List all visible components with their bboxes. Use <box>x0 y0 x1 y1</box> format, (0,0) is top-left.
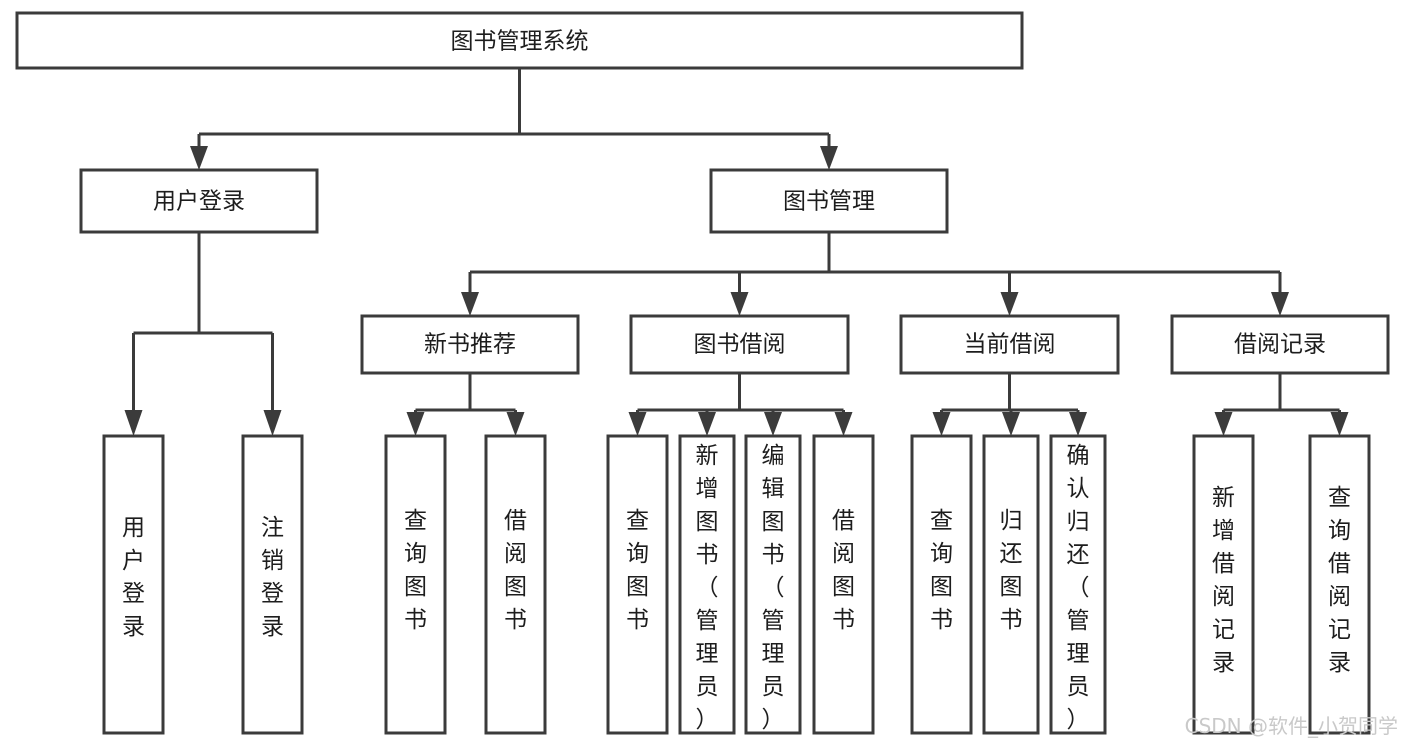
arrowhead-leaf-return-book <box>1002 412 1020 436</box>
node-leaf-edit-book[interactable]: 编辑图书（管理员） <box>744 434 802 735</box>
arrowhead-leaf-logout <box>263 410 282 436</box>
node-leaf-query-book-recommend[interactable]: 查询图书 <box>384 434 447 735</box>
node-leaf-edit-book-box[interactable] <box>744 434 802 735</box>
node-leaf-query-borrow-record[interactable]: 查询借阅记录 <box>1308 434 1371 735</box>
node-leaf-add-borrow-record[interactable]: 新增借阅记录 <box>1192 434 1255 735</box>
node-leaf-add-book[interactable]: 新增图书（管理员） <box>678 434 736 735</box>
node-leaf-borrow-book-recommend[interactable]: 借阅图书 <box>484 434 547 735</box>
node-book-management-label: 图书管理 <box>783 189 875 215</box>
node-leaf-query-book-recommend-label: 查询图书 <box>404 508 427 633</box>
node-current-borrow-box[interactable] <box>899 314 1120 375</box>
node-leaf-query-book-borrow-box[interactable] <box>606 434 669 735</box>
arrowhead-leaf-borrow-book <box>834 412 853 436</box>
node-user-login-box[interactable] <box>79 168 319 234</box>
arrowhead-book-management <box>820 146 838 170</box>
node-leaf-add-borrow-record-box[interactable] <box>1192 434 1255 735</box>
connector-layer <box>124 68 1349 436</box>
node-borrow-record-label: 借阅记录 <box>1234 332 1326 358</box>
node-leaf-confirm-return-box[interactable] <box>1049 434 1107 735</box>
node-leaf-return-book-label: 归还图书 <box>1000 508 1023 633</box>
node-root[interactable]: 图书管理系统 <box>15 11 1024 70</box>
node-leaf-borrow-book[interactable]: 借阅图书 <box>812 434 875 735</box>
node-leaf-logout[interactable]: 注销登录 <box>241 434 304 735</box>
node-leaf-borrow-book-label: 借阅图书 <box>832 508 855 633</box>
node-new-book-recommend-label: 新书推荐 <box>424 332 516 358</box>
node-leaf-query-book-current[interactable]: 查询图书 <box>910 434 973 735</box>
arrowhead-leaf-add-borrow-record <box>1214 412 1233 436</box>
arrowhead-leaf-add-book <box>698 412 716 436</box>
node-book-borrow-box[interactable] <box>629 314 850 375</box>
node-borrow-record[interactable]: 借阅记录 <box>1170 314 1390 375</box>
node-new-book-recommend-box[interactable] <box>360 314 580 375</box>
arrowhead-leaf-confirm-return <box>1069 412 1087 436</box>
node-leaf-borrow-book-recommend-box[interactable] <box>484 434 547 735</box>
arrowhead-leaf-query-book-recommend <box>406 412 425 436</box>
node-root-box[interactable] <box>15 11 1024 70</box>
node-current-borrow[interactable]: 当前借阅 <box>899 314 1120 375</box>
node-leaf-borrow-book-box[interactable] <box>812 434 875 735</box>
arrowhead-borrow-record <box>1271 292 1289 316</box>
node-leaf-query-book-recommend-box[interactable] <box>384 434 447 735</box>
arrowhead-leaf-borrow-book-recommend <box>506 412 525 436</box>
node-leaf-return-book-box[interactable] <box>982 434 1040 735</box>
csdn-watermark: CSDN @软件_小贺同学 <box>1185 714 1398 738</box>
node-leaf-logout-box[interactable] <box>241 434 304 735</box>
arrowhead-current-borrow <box>1000 292 1019 316</box>
arrowhead-book-borrow <box>730 292 749 316</box>
node-leaf-user-login-label: 用户登录 <box>122 515 145 640</box>
node-leaf-query-book-current-box[interactable] <box>910 434 973 735</box>
node-leaf-query-book-current-label: 查询图书 <box>930 508 953 633</box>
node-leaf-borrow-book-recommend-label: 借阅图书 <box>504 508 527 633</box>
node-user-login-label: 用户登录 <box>153 189 245 215</box>
arrowhead-new-book-recommend <box>461 292 479 316</box>
arrowhead-leaf-query-book-borrow <box>628 412 647 436</box>
arrowhead-user-login <box>190 146 208 170</box>
node-leaf-user-login-box[interactable] <box>102 434 165 735</box>
node-leaf-query-borrow-record-label: 查询借阅记录 <box>1328 485 1351 676</box>
node-book-management[interactable]: 图书管理 <box>709 168 949 234</box>
arrowhead-leaf-user-login <box>124 410 143 436</box>
node-leaf-edit-book-label: 编辑图书（管理员） <box>762 443 785 733</box>
node-leaf-return-book[interactable]: 归还图书 <box>982 434 1040 735</box>
node-leaf-query-book-borrow-label: 查询图书 <box>626 508 649 633</box>
node-root-label: 图书管理系统 <box>451 29 589 55</box>
node-book-management-box[interactable] <box>709 168 949 234</box>
node-new-book-recommend[interactable]: 新书推荐 <box>360 314 580 375</box>
node-leaf-add-borrow-record-label: 新增借阅记录 <box>1212 485 1235 676</box>
node-leaf-add-book-label: 新增图书（管理员） <box>696 443 719 733</box>
node-leaf-add-book-box[interactable] <box>678 434 736 735</box>
node-current-borrow-label: 当前借阅 <box>964 332 1056 358</box>
node-user-login[interactable]: 用户登录 <box>79 168 319 234</box>
node-leaf-logout-label: 注销登录 <box>261 515 284 640</box>
arrowhead-leaf-query-book-current <box>932 412 951 436</box>
arrowhead-leaf-edit-book <box>764 412 782 436</box>
node-book-borrow-label: 图书借阅 <box>694 332 786 358</box>
arrowhead-leaf-query-borrow-record <box>1330 412 1349 436</box>
node-leaf-confirm-return[interactable]: 确认归还（管理员） <box>1049 434 1107 735</box>
node-leaf-query-borrow-record-box[interactable] <box>1308 434 1371 735</box>
node-leaf-query-book-borrow[interactable]: 查询图书 <box>606 434 669 735</box>
node-book-borrow[interactable]: 图书借阅 <box>629 314 850 375</box>
node-leaf-confirm-return-label: 确认归还（管理员） <box>1067 443 1090 733</box>
node-leaf-user-login[interactable]: 用户登录 <box>102 434 165 735</box>
node-borrow-record-box[interactable] <box>1170 314 1390 375</box>
